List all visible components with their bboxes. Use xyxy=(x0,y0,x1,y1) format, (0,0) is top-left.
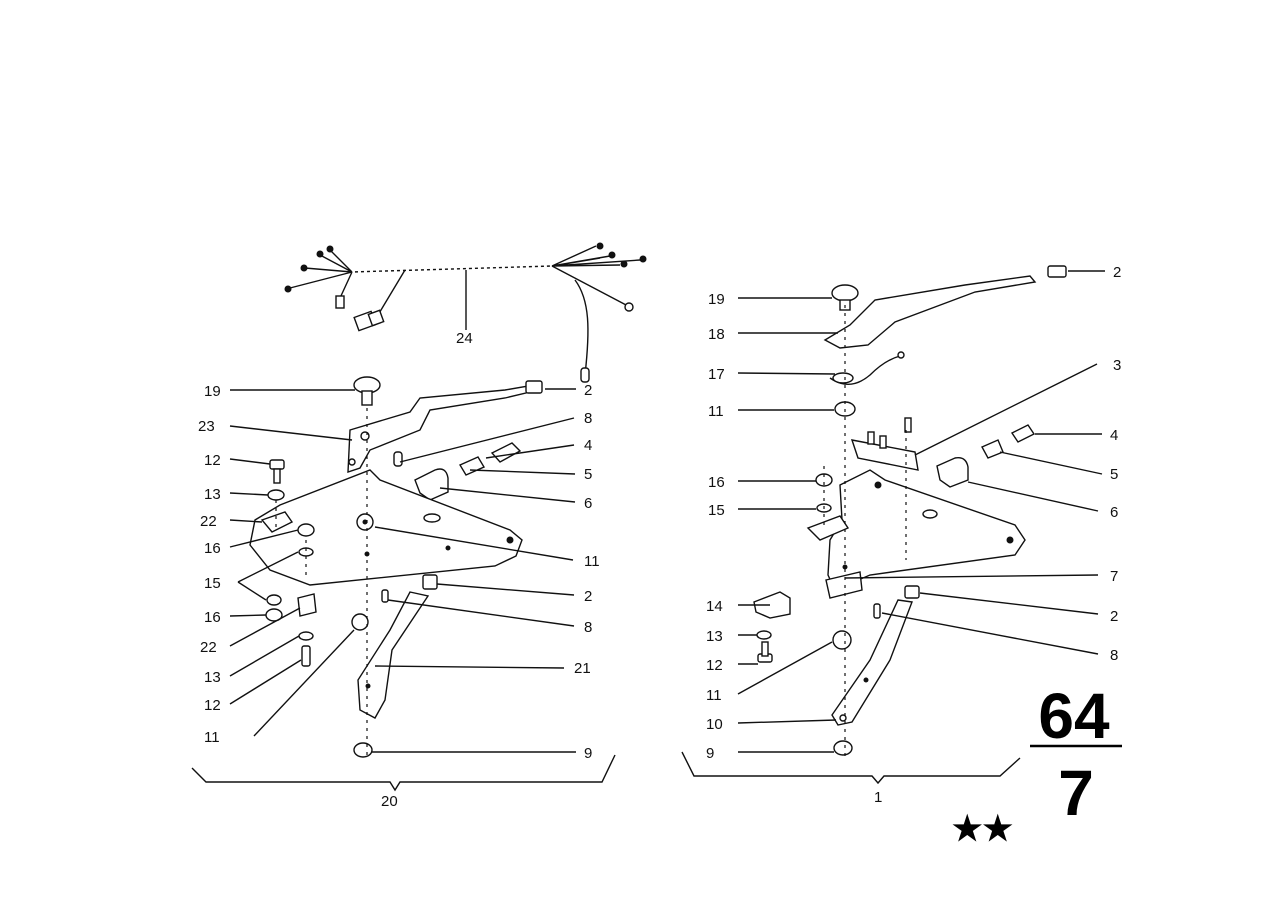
callout-18: 18 xyxy=(708,326,725,343)
leader-lines xyxy=(737,270,1105,753)
callout-2: 2 xyxy=(1110,608,1118,625)
callout-13: 13 xyxy=(204,486,221,503)
callout-12: 12 xyxy=(204,452,221,469)
grommet-icon xyxy=(833,740,853,756)
left-assembly: 24 19 2 23 8 4 12 5 13 6 22 16 11 15 2 1… xyxy=(191,242,647,810)
socket-icon xyxy=(458,456,486,476)
callout-22: 22 xyxy=(200,639,217,656)
group-brace xyxy=(191,754,616,792)
callout-15: 15 xyxy=(708,502,725,519)
washer-icon xyxy=(756,630,772,640)
group-number-top: 64 xyxy=(1038,680,1110,752)
cap-icon xyxy=(525,380,543,394)
callout-12: 12 xyxy=(204,697,221,714)
group-number-bottom: 7 xyxy=(1058,757,1094,829)
nut-icon xyxy=(297,523,315,537)
callout-2: 2 xyxy=(584,588,592,605)
callout-20: 20 xyxy=(381,793,398,810)
group-brace xyxy=(681,751,1021,785)
bracket-plate xyxy=(827,469,1026,591)
callout-23: 23 xyxy=(198,418,215,435)
callout-3: 3 xyxy=(1113,357,1121,374)
callout-11: 11 xyxy=(708,403,724,420)
knob-icon xyxy=(831,284,859,302)
callout-16: 16 xyxy=(204,609,221,626)
lever-arm xyxy=(347,385,531,473)
cap-icon xyxy=(904,585,920,599)
callout-10: 10 xyxy=(706,716,723,733)
star-rating: ★★ xyxy=(952,810,1013,848)
clip-nut-icon xyxy=(297,593,317,617)
callout-8: 8 xyxy=(584,410,592,427)
bulb-icon xyxy=(490,442,522,463)
callout-11: 11 xyxy=(204,729,220,746)
right-assembly: 2 19 18 3 17 11 4 16 5 15 6 7 14 2 13 8 … xyxy=(681,264,1121,806)
washer-icon xyxy=(267,489,285,501)
switch-icon xyxy=(850,439,919,471)
lever-arm xyxy=(823,275,1037,349)
cap-icon xyxy=(1047,265,1067,278)
callout-16: 16 xyxy=(204,540,221,557)
clip-icon xyxy=(936,457,969,488)
callout-5: 5 xyxy=(584,466,592,483)
callout-1: 1 xyxy=(874,789,882,806)
cap-icon xyxy=(422,574,438,590)
callout-19: 19 xyxy=(708,291,725,308)
clip-icon xyxy=(414,468,449,501)
clip-nut-icon xyxy=(260,511,294,533)
callout-8: 8 xyxy=(584,619,592,636)
callout-24: 24 xyxy=(456,330,473,347)
socket-icon xyxy=(981,439,1004,459)
callout-12: 12 xyxy=(706,657,723,674)
screw-icon xyxy=(301,645,311,667)
bracket-plate xyxy=(249,469,523,586)
leader-lines xyxy=(229,270,576,753)
bulb-icon xyxy=(1010,424,1036,443)
callout-15: 15 xyxy=(204,575,221,592)
callout-13: 13 xyxy=(706,628,723,645)
callout-22: 22 xyxy=(200,513,217,530)
lower-lever xyxy=(831,599,913,726)
callout-16: 16 xyxy=(708,474,725,491)
callout-8: 8 xyxy=(1110,647,1118,664)
washer-icon xyxy=(298,631,314,641)
callout-5: 5 xyxy=(1110,466,1118,483)
callout-17: 17 xyxy=(708,366,725,383)
group-number: 64 7 xyxy=(1030,680,1122,829)
callout-9: 9 xyxy=(584,745,592,762)
callout-14: 14 xyxy=(706,598,723,615)
callout-7: 7 xyxy=(1110,568,1118,585)
bracket-icon xyxy=(753,591,791,619)
washer-icon xyxy=(266,594,282,606)
screw-icon xyxy=(269,459,285,470)
callout-13: 13 xyxy=(204,669,221,686)
callout-21: 21 xyxy=(574,660,591,677)
callout-2: 2 xyxy=(584,382,592,399)
grommet-icon xyxy=(353,742,373,758)
callout-2: 2 xyxy=(1113,264,1121,281)
callout-4: 4 xyxy=(1110,427,1118,444)
lower-lever xyxy=(357,591,430,719)
callout-19: 19 xyxy=(204,383,221,400)
callout-4: 4 xyxy=(584,437,592,454)
wiring-harness xyxy=(284,242,647,383)
callout-6: 6 xyxy=(584,495,592,512)
callout-6: 6 xyxy=(1110,504,1118,521)
callout-11: 11 xyxy=(584,553,600,570)
callout-9: 9 xyxy=(706,745,714,762)
callout-11: 11 xyxy=(706,687,722,704)
